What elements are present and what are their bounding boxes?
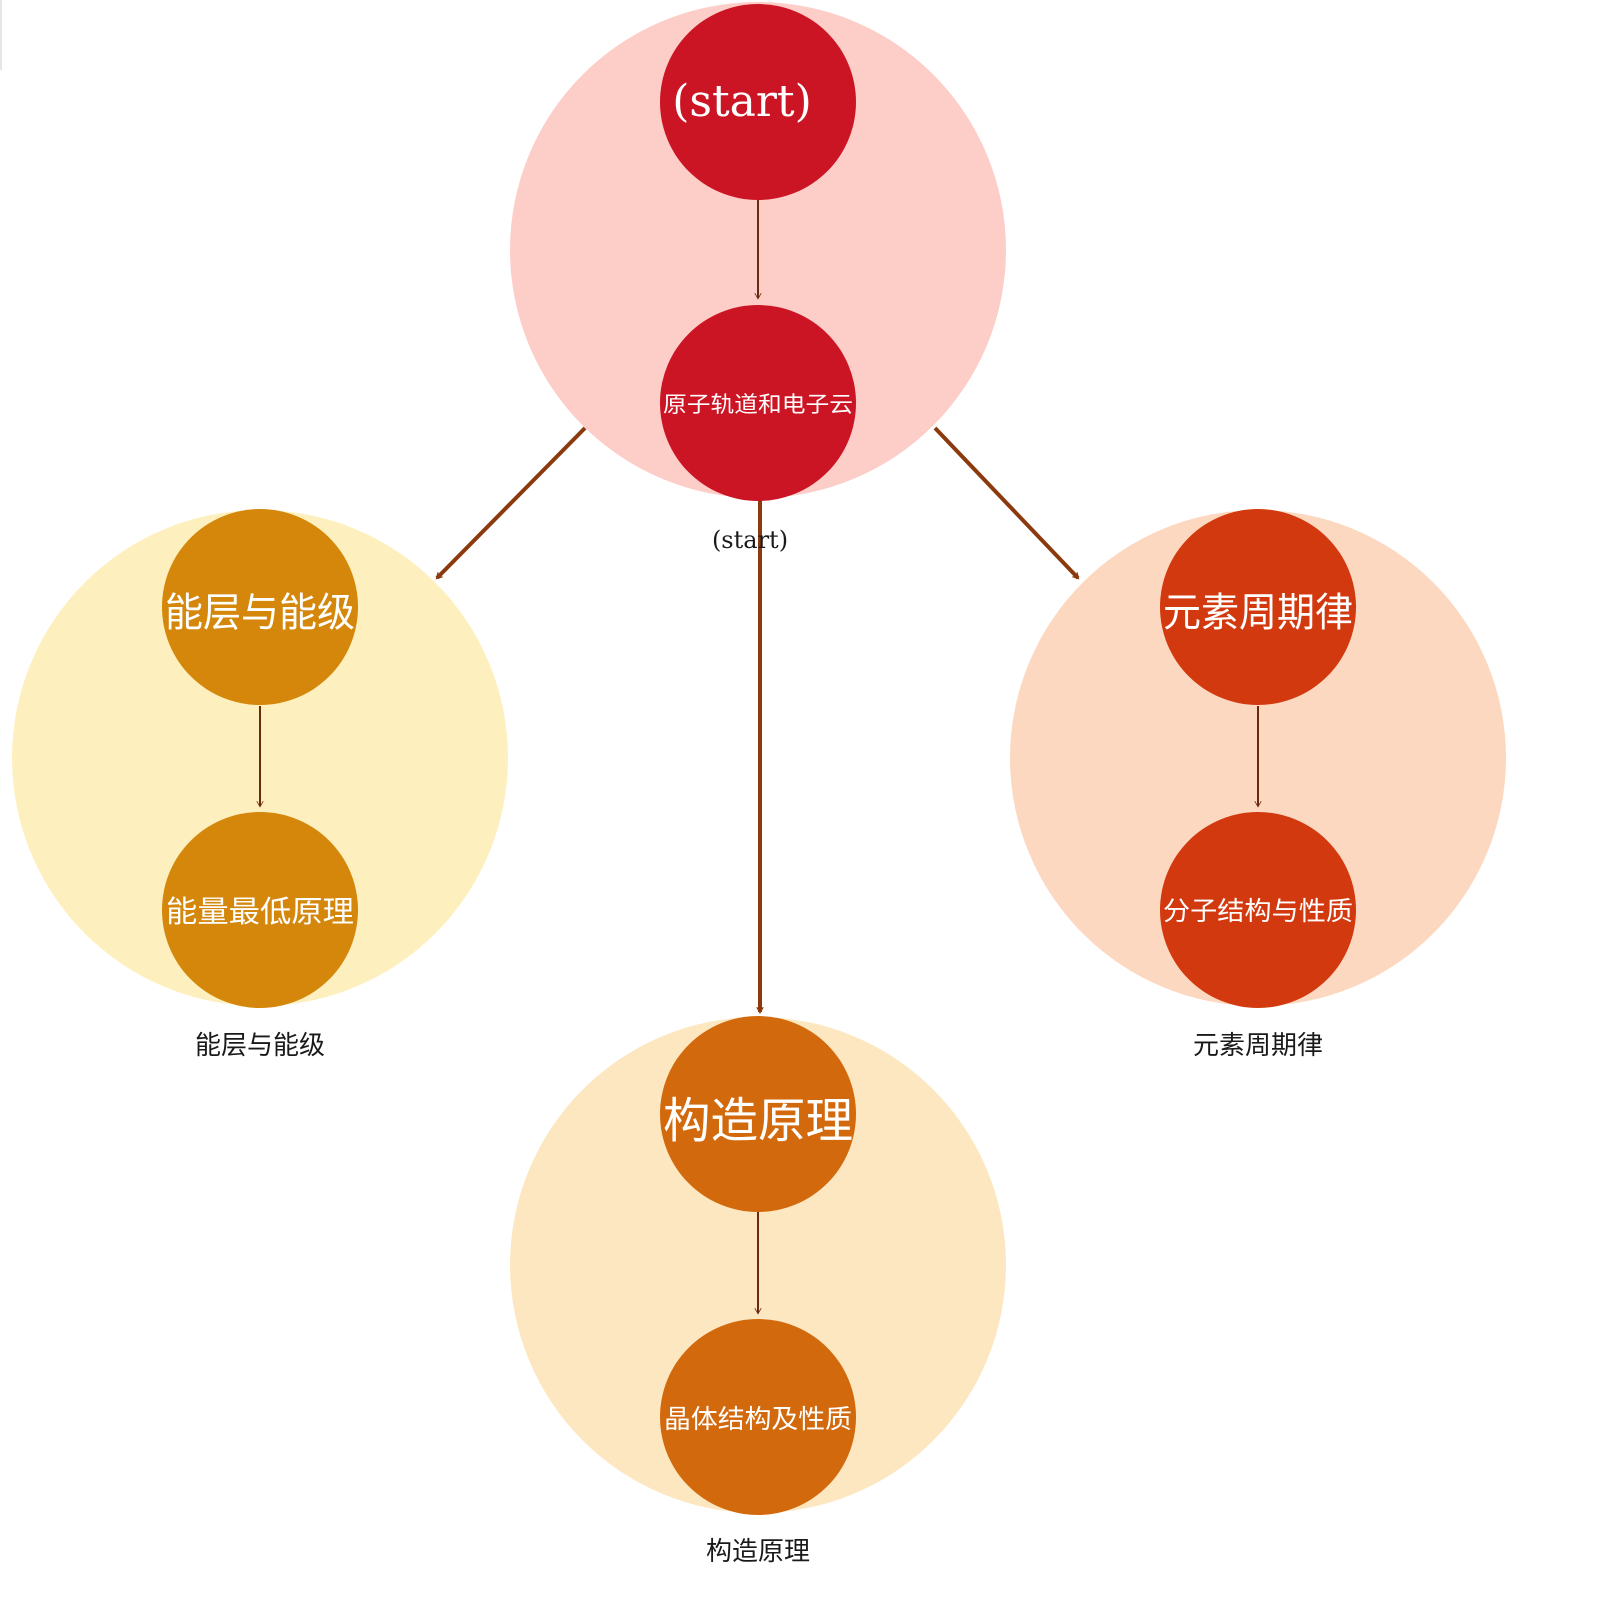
node-molecular-structure-label: 分子结构与性质 [1163,897,1353,927]
node-atomic-orbital[interactable]: 原子轨道和电子云 [660,305,856,501]
node-lowest-energy-principle-label: 能量最低原理 [166,895,354,930]
node-crystal-structure-label: 晶体结构及性质 [664,1405,852,1435]
node-start-label: (start) [672,76,812,127]
node-crystal-structure[interactable]: 晶体结构及性质 [660,1319,856,1515]
node-atomic-orbital-label: 原子轨道和电子云 [663,393,853,418]
node-energy-levels-circle[interactable] [162,509,358,705]
start-group-caption: (start) [712,526,788,554]
node-periodic-law-label: 元素周期律 [1163,590,1353,636]
node-construction-principle[interactable]: 构造原理 [660,1016,856,1212]
node-atomic-orbital-circle[interactable] [660,305,856,501]
node-start-circle[interactable] [660,4,856,200]
node-molecular-structure[interactable]: 分子结构与性质 [1160,812,1356,1008]
edge-start-to-periodic [933,426,1080,580]
node-lowest-energy-principle[interactable]: 能量最低原理 [162,812,358,1008]
node-construction-principle-label: 构造原理 [663,1093,853,1149]
energy-group-caption: 能层与能级 [195,1031,325,1061]
node-molecular-structure-circle[interactable] [1160,812,1356,1008]
node-crystal-structure-circle[interactable] [660,1319,856,1515]
node-energy-levels[interactable]: 能层与能级 [162,509,358,705]
node-lowest-energy-principle-circle[interactable] [162,812,358,1008]
window-left-edge [0,0,2,70]
node-periodic-law[interactable]: 元素周期律 [1160,509,1356,705]
edge-start-to-energy [435,426,587,580]
periodic-group-caption: 元素周期律 [1193,1031,1323,1061]
construction-group-caption: 构造原理 [706,1537,810,1567]
node-construction-principle-circle[interactable] [660,1016,856,1212]
node-periodic-law-circle[interactable] [1160,509,1356,705]
node-start[interactable]: (start) [660,4,856,200]
node-energy-levels-label: 能层与能级 [165,590,355,636]
